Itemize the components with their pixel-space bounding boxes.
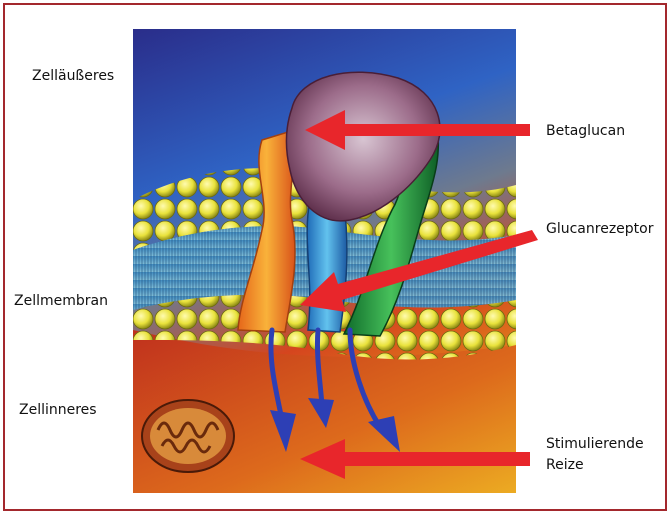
label-betaglucan: Betaglucan — [546, 122, 625, 141]
mitochondrion — [142, 400, 234, 472]
label-reize: Reize — [546, 456, 584, 475]
label-glucanrezeptor: Glucanrezeptor — [546, 220, 653, 239]
label-zellinneres: Zellinneres — [19, 401, 97, 420]
label-stimulierende: Stimulierende — [546, 435, 644, 454]
label-zellaeusseres: Zelläußeres — [32, 67, 114, 86]
label-zellmembran: Zellmembran — [14, 292, 108, 311]
